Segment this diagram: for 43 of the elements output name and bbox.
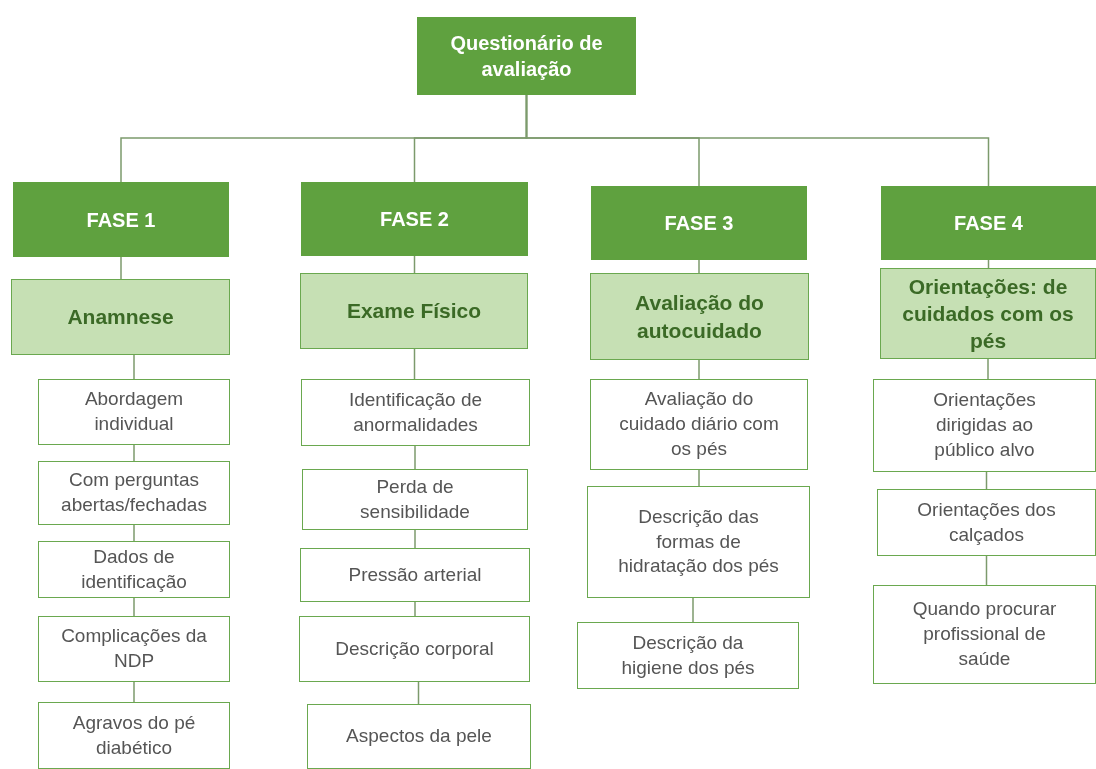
title-box: Questionário de avaliação xyxy=(417,17,636,95)
category-box: Orientações: de cuidados com os pés xyxy=(880,268,1096,359)
topic-box: Descrição da higiene dos pés xyxy=(577,622,799,689)
topic-box: Identificação de anormalidades xyxy=(301,379,530,446)
category-box: Anamnese xyxy=(11,279,230,355)
connector-line xyxy=(414,445,416,470)
topic-box: Orientações dos calçados xyxy=(877,489,1096,556)
category-box: Exame Físico xyxy=(300,273,528,349)
topic-box: Agravos do pé diabético xyxy=(38,702,230,769)
connector-line xyxy=(133,681,135,703)
connector-line xyxy=(413,348,416,380)
topic-box: Dados de identificação xyxy=(38,541,230,598)
phase-box: FASE 3 xyxy=(591,186,807,260)
topic-box: Quando procurar profissional de saúde xyxy=(873,585,1096,684)
topic-box: Descrição corporal xyxy=(299,616,530,682)
connector-line xyxy=(985,555,988,586)
topic-box: Avaliação do cuidado diário com os pés xyxy=(590,379,808,470)
connector-line xyxy=(133,597,135,617)
connector-line xyxy=(133,354,135,380)
topic-box: Descrição das formas de hidratação dos pés xyxy=(587,486,810,598)
phase-box: FASE 4 xyxy=(881,186,1096,260)
phase-box: FASE 1 xyxy=(13,182,229,257)
topic-box: Com perguntas abertas/fechadas xyxy=(38,461,230,525)
connector-line xyxy=(417,681,420,705)
connector-line xyxy=(525,94,990,187)
connector-line xyxy=(692,597,694,623)
connector-line xyxy=(133,524,135,542)
connector-line xyxy=(987,358,989,380)
connector-line xyxy=(698,359,700,380)
topic-box: Abordagem individual xyxy=(38,379,230,445)
connector-line xyxy=(414,601,416,617)
category-box: Avaliação do autocuidado xyxy=(590,273,809,360)
connector-line xyxy=(698,259,700,274)
topic-box: Perda de sensibilidade xyxy=(302,469,528,530)
topic-box: Pressão arterial xyxy=(300,548,530,602)
connector-line xyxy=(120,256,122,280)
topic-box: Aspectos da pele xyxy=(307,704,531,769)
connector-line xyxy=(133,444,135,462)
topic-box: Complicações da NDP xyxy=(38,616,230,682)
topic-box: Orientações dirigidas ao público alvo xyxy=(873,379,1096,472)
connector-line xyxy=(414,529,416,549)
connector-line xyxy=(698,469,700,487)
phase-box: FASE 2 xyxy=(301,182,528,256)
